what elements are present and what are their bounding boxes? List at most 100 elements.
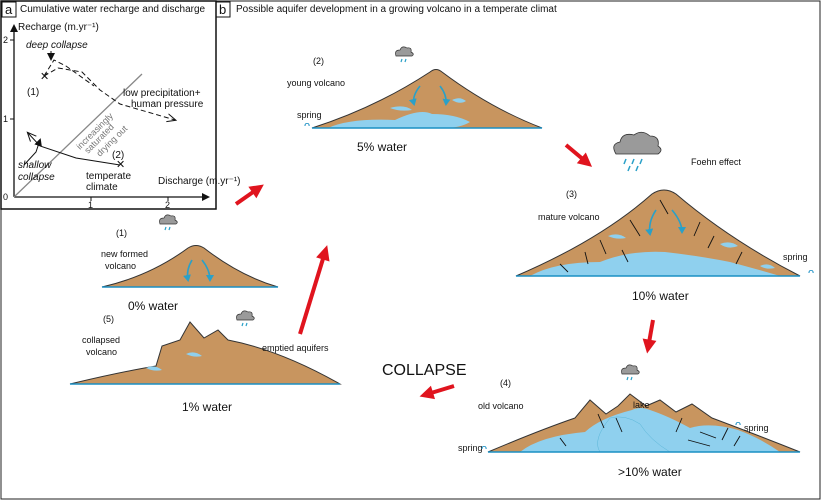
- progression-arrows: [234, 143, 657, 400]
- stage-2-spring-label: spring: [297, 110, 322, 120]
- stage-4-name: old volcano: [478, 401, 524, 411]
- cross-1: ✕: [40, 71, 49, 83]
- stage-5-emptied: emptied aquifers: [262, 343, 329, 353]
- stage-1-name: new formed: [101, 249, 148, 259]
- stage-5-number: (5): [103, 314, 114, 324]
- stage-5-water: 1% water: [182, 400, 232, 414]
- storm-cloud-icon: [613, 131, 662, 172]
- flow-arrow: [439, 85, 451, 106]
- aquifer: [530, 251, 780, 276]
- stage-4-spring-left: spring: [458, 443, 483, 453]
- aquifer: [186, 352, 202, 357]
- cross-2: ✕: [116, 159, 125, 171]
- x-tick-label-1: 1: [88, 200, 93, 210]
- aquifer: [720, 242, 738, 248]
- small-cloud-icon: [395, 46, 414, 63]
- volcano-5-body: [69, 321, 342, 385]
- deep-collapse-path-1: [43, 59, 95, 87]
- label-stage-2: (2): [112, 150, 124, 161]
- stage-4-water: >10% water: [618, 465, 682, 479]
- stage-2-number: (2): [313, 56, 324, 66]
- label-temperate: temperate: [86, 171, 131, 182]
- aquifer: [146, 366, 162, 371]
- spring-icon: ᴖ: [808, 267, 814, 279]
- label-collapse: collapse: [18, 172, 55, 183]
- stage-5-volcano: (5) collapsed volcano emptied aquifers 1…: [69, 310, 342, 414]
- aquifer: [520, 408, 780, 452]
- panel-b-letter-box: [215, 1, 231, 18]
- stage-4-spring-right: spring: [744, 423, 769, 433]
- stage-5-name-2: volcano: [86, 347, 117, 357]
- aquifer: [452, 98, 466, 103]
- panel-a-title: Cumulative water recharge and discharge: [20, 4, 206, 15]
- flow-arrow: [645, 209, 657, 236]
- stage-1-water: 0% water: [128, 299, 178, 313]
- stage-1-volcano: (1) new formed volcano 0% water: [101, 214, 279, 313]
- stage-2-water: 5% water: [357, 140, 407, 154]
- flow-arrow: [183, 259, 193, 282]
- stage-3-water: 10% water: [632, 289, 689, 303]
- stage-5-name: collapsed: [82, 335, 120, 345]
- y-tick-label-2: 2: [3, 35, 8, 45]
- red-arrow-3-to-4: [642, 319, 657, 354]
- fault-lines: [559, 199, 743, 273]
- aquifer: [760, 264, 775, 269]
- y-axis-label: Recharge (m.yr⁻¹): [18, 22, 99, 33]
- label-low-precip: low precipitation+: [123, 88, 201, 99]
- stage-4-lake: lake: [633, 400, 650, 410]
- stage-3-volcano: Foehn effect (3) mature volcano spring ᴖ…: [515, 131, 814, 303]
- spring-icon: ᴖ: [304, 120, 310, 132]
- spring-icon: ᴖ: [481, 443, 487, 455]
- panel-a: a Cumulative water recharge and discharg…: [0, 0, 241, 210]
- temperate-path: [28, 133, 121, 166]
- x-tick-label-2: 2: [165, 200, 170, 210]
- stage-1-number: (1): [116, 228, 127, 238]
- small-cloud-icon: [236, 310, 255, 327]
- volcano-2-body: [311, 69, 543, 129]
- volcano-3-body: [515, 189, 801, 277]
- stage-3-spring-label: spring: [783, 252, 808, 262]
- collapse-label: COLLAPSE: [382, 362, 466, 379]
- spring-icon: ᴖ: [735, 419, 741, 431]
- flow-arrow: [201, 259, 214, 282]
- y-tick-label-1: 1: [3, 114, 8, 124]
- stage-4-number: (4): [500, 378, 511, 388]
- stage-1-name-2: volcano: [105, 261, 136, 271]
- stage-2-volcano: (2) young volcano spring ᴖ 5% water: [287, 46, 543, 154]
- stage-3-foehn: Foehn effect: [691, 157, 741, 167]
- fault-lines: [559, 413, 741, 447]
- label-climate: climate: [86, 182, 118, 193]
- stage-3-number: (3): [566, 189, 577, 199]
- red-arrow-5-to-2: [298, 245, 330, 335]
- aquifer: [328, 112, 470, 128]
- aquifer: [390, 106, 412, 111]
- panel-b-letter: b: [219, 2, 226, 17]
- stage-2-name: young volcano: [287, 78, 345, 88]
- label-deep-collapse: deep collapse: [26, 40, 88, 51]
- label-human-pressure: human pressure: [131, 99, 204, 110]
- y-tick-label-0: 0: [3, 192, 8, 202]
- panel-b-title: Possible aquifer development in a growin…: [236, 4, 557, 15]
- panel-a-letter-box: [1, 1, 17, 18]
- stage-4-volcano: (4) old volcano lake spring ᴖ ᴖ spring >…: [458, 364, 801, 479]
- stage-3-name: mature volcano: [538, 212, 600, 222]
- lake: [597, 416, 671, 453]
- small-cloud-icon: [621, 364, 640, 381]
- panel-a-letter: a: [5, 2, 13, 17]
- label-shallow: shallow: [18, 160, 52, 171]
- dry-path: [43, 67, 175, 120]
- flow-arrow: [671, 209, 686, 234]
- small-cloud-icon: [159, 214, 178, 231]
- x-axis-label: Discharge (m.yr⁻¹): [158, 176, 241, 187]
- aquifer: [608, 234, 626, 239]
- balance-diagonal-line: [13, 73, 143, 198]
- red-arrow-4-to-5: [419, 384, 455, 400]
- volcano-1-body: [101, 245, 279, 288]
- red-arrow-2-to-3: [564, 143, 593, 167]
- flow-arrow: [408, 85, 421, 106]
- shallow-collapse-path: [23, 138, 42, 166]
- label-stage-1: (1): [27, 87, 39, 98]
- red-arrow-1-to-2: [234, 184, 264, 206]
